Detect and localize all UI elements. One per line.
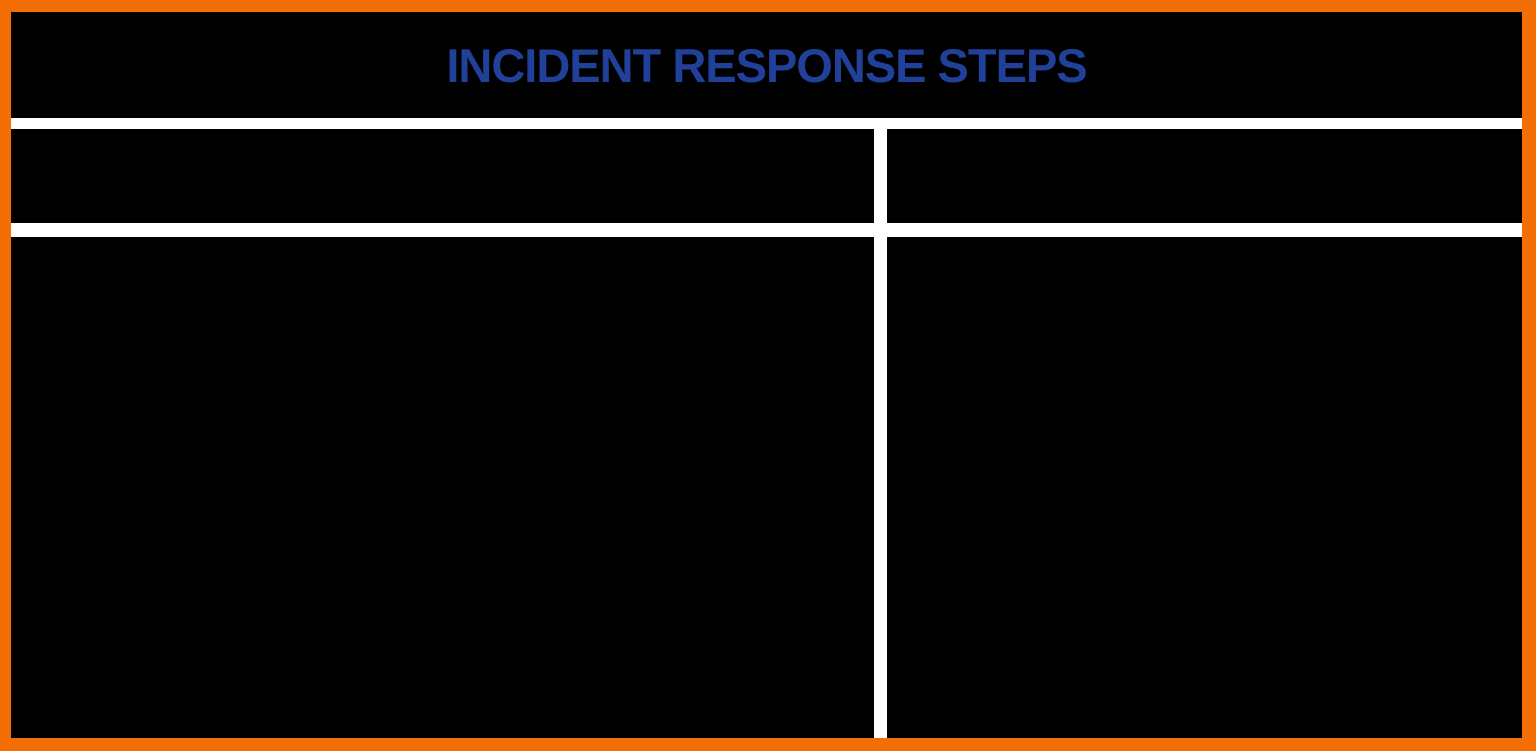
title-band: INCIDENT RESPONSE STEPS (11, 12, 1522, 118)
column-gutter-top (874, 129, 887, 223)
page-title: INCIDENT RESPONSE STEPS (446, 38, 1087, 92)
horizontal-divider-top (11, 118, 1522, 129)
panel-bottom-left (11, 237, 874, 738)
panel-top-right (887, 129, 1522, 223)
column-gutter-bottom (874, 237, 887, 738)
panel-top-left (11, 129, 874, 223)
row-top (11, 129, 1522, 223)
panel-bottom-right (887, 237, 1522, 738)
horizontal-divider-middle (11, 223, 1522, 237)
content-area: INCIDENT RESPONSE STEPS (11, 12, 1522, 738)
row-bottom (11, 237, 1522, 738)
